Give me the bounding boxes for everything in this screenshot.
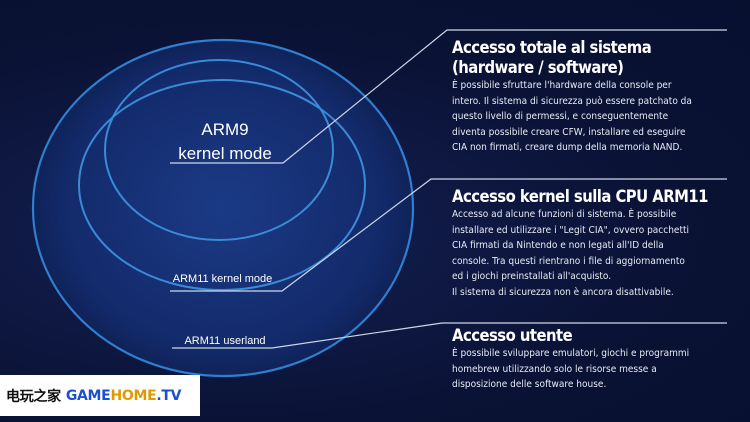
connector-arm11k-to-kernel: [170, 178, 727, 292]
ring-arm9-kernel: [104, 59, 334, 241]
ring-arm11-userland: [31, 38, 415, 378]
panel-body: Accesso ad alcune funzioni di sistema. È…: [452, 209, 690, 298]
connector-user-to-user: [172, 322, 727, 349]
panel-title: Accesso kernel sulla CPU ARM11: [452, 187, 709, 206]
watermark-chinese-text: 电玩之家: [6, 388, 61, 405]
ring-arm11-kernel: [78, 79, 366, 291]
watermark-home-text: HOME: [110, 387, 157, 404]
panel-body: È possibile sfruttare l'hardware della c…: [452, 80, 692, 154]
panel-arm11-kernel-access: Accesso kernel sulla CPU ARM11 Accesso a…: [452, 187, 744, 301]
panel-user-access: Accesso utente È possibile sviluppare em…: [452, 326, 744, 393]
label-arm9-kernel-mode: ARM9 kernel mode: [178, 120, 272, 163]
panel-title: Accesso utente: [452, 326, 573, 345]
panel-title: Accesso totale al sistema (hardware / so…: [452, 38, 652, 77]
watermark-game-text: GAME: [65, 387, 111, 404]
label-arm11-kernel-mode: ARM11 kernel mode: [172, 273, 273, 285]
panel-body: È possibile sviluppare emulatori, giochi…: [452, 348, 690, 391]
label-arm11-userland: ARM11 userland: [184, 335, 266, 347]
panel-full-system-access: Accesso totale al sistema (hardware / so…: [452, 38, 744, 156]
connector-arm9-to-total: [170, 29, 727, 164]
watermark-tv-text: .TV: [156, 387, 182, 404]
